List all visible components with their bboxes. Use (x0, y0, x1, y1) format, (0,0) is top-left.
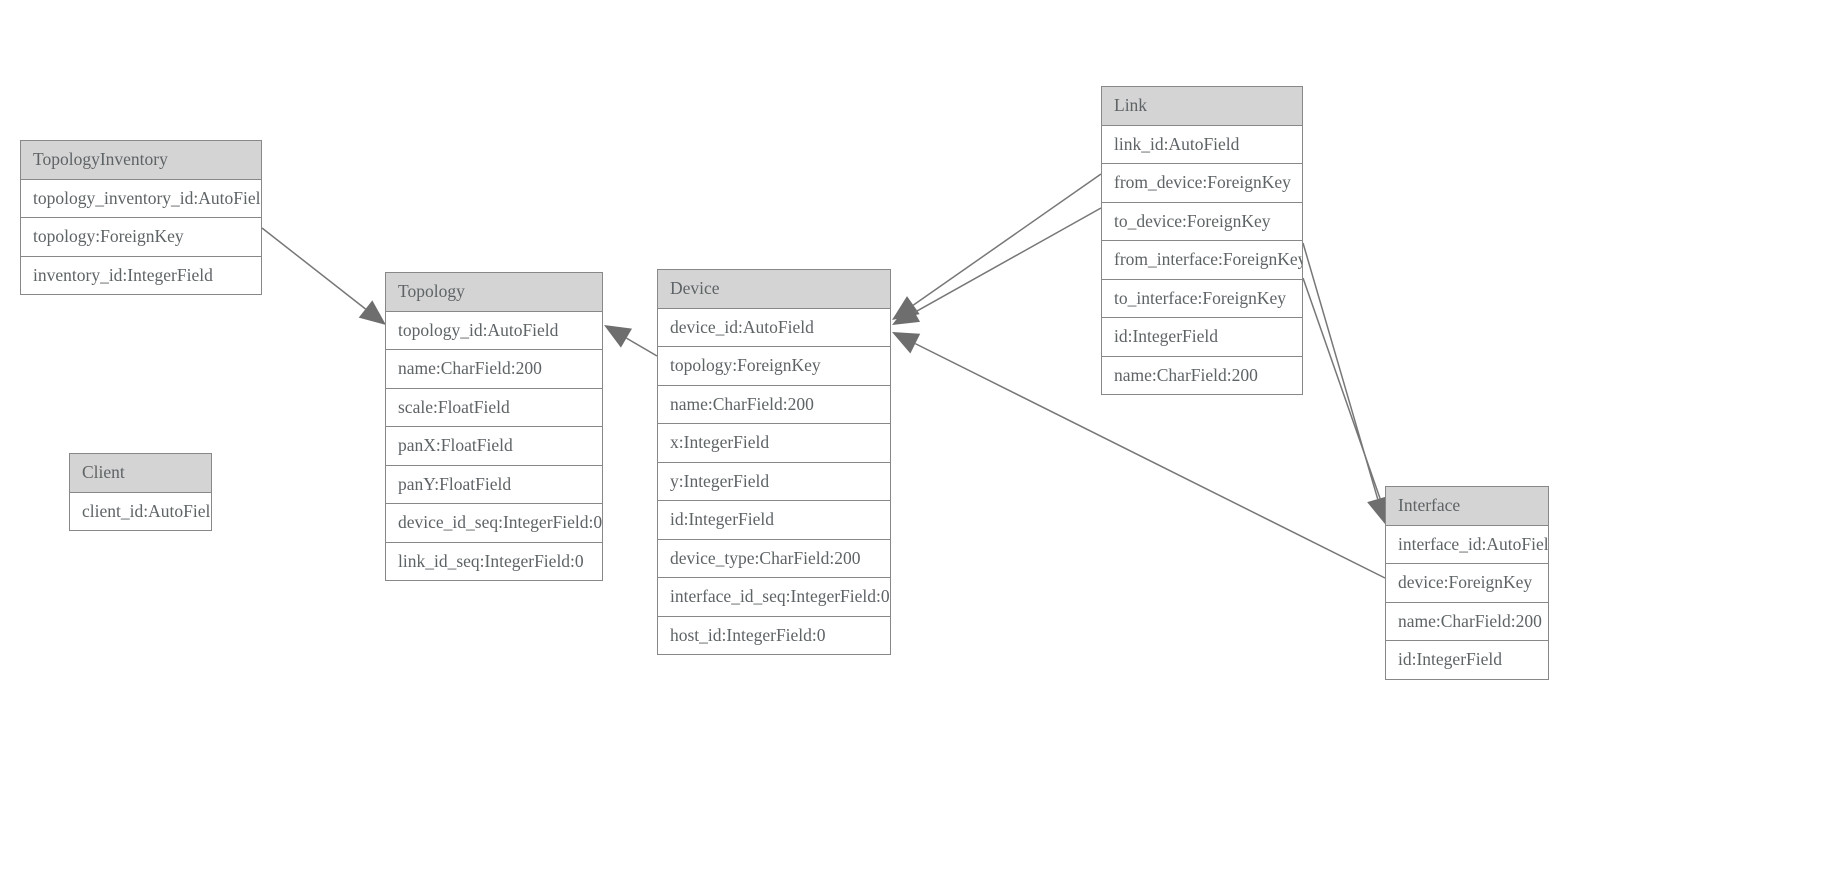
entity-title-client: Client (70, 454, 211, 493)
relationship-line (912, 173, 1102, 306)
entity-field-row[interactable]: panX:FloatField (386, 427, 602, 466)
relationship-line (1302, 242, 1379, 500)
entity-field-row[interactable]: link_id:AutoField (1102, 125, 1302, 164)
entity-field-row[interactable]: topology_inventory_id:AutoField (21, 179, 261, 218)
entity-field-row[interactable]: name:CharField:200 (1386, 602, 1548, 641)
entity-title-interface: Interface (1386, 487, 1548, 526)
entity-field-row[interactable]: name:CharField:200 (386, 350, 602, 389)
relationship-arrowhead-icon (358, 300, 386, 325)
relationship-line (626, 337, 658, 357)
relationship-arrowhead-icon (892, 296, 920, 320)
entity-field-row[interactable]: link_id_seq:IntegerField:0 (386, 542, 602, 580)
relationship-line (1302, 277, 1382, 500)
entity-field-row[interactable]: host_id:IntegerField:0 (658, 616, 890, 654)
entity-field-row[interactable]: device_id_seq:IntegerField:0 (386, 504, 602, 543)
relationship-line (914, 207, 1102, 313)
entity-field-row[interactable]: to_device:ForeignKey (1102, 202, 1302, 241)
entity-field-row[interactable]: from_interface:ForeignKey (1102, 241, 1302, 280)
entity-field-row[interactable]: interface_id_seq:IntegerField:0 (658, 578, 890, 617)
entity-field-row[interactable]: device_type:CharField:200 (658, 539, 890, 578)
relationship-link-from_interface (1302, 242, 1389, 524)
entity-title-topology: Topology (386, 273, 602, 312)
relationship-link-to_device (892, 207, 1102, 325)
entity-field-row[interactable]: id:IntegerField (1102, 318, 1302, 357)
entity-field-row[interactable]: topology_id:AutoField (386, 311, 602, 350)
relationship-arrowhead-icon (892, 332, 921, 354)
entity-title-topology_inventory: TopologyInventory (21, 141, 261, 180)
entity-field-row[interactable]: from_device:ForeignKey (1102, 164, 1302, 203)
entity-field-row[interactable]: topology:ForeignKey (21, 218, 261, 257)
entity-field-row[interactable]: device_id:AutoField (658, 308, 890, 347)
entity-field-row[interactable]: x:IntegerField (658, 424, 890, 463)
entity-field-row[interactable]: interface_id:AutoField (1386, 525, 1548, 564)
entity-field-row[interactable]: panY:FloatField (386, 465, 602, 504)
relationship-line (261, 227, 366, 310)
relationship-arrowhead-icon (892, 302, 921, 325)
entity-field-row[interactable]: to_interface:ForeignKey (1102, 279, 1302, 318)
relationship-device-topology (604, 325, 658, 357)
entity-field-row[interactable]: id:IntegerField (658, 501, 890, 540)
entity-field-row[interactable]: client_id:AutoField (70, 492, 211, 530)
entity-title-link: Link (1102, 87, 1302, 126)
entity-field-row[interactable]: name:CharField:200 (1102, 356, 1302, 394)
relationship-link-from_device (892, 173, 1102, 320)
entity-field-row[interactable]: scale:FloatField (386, 388, 602, 427)
relationship-topologyinventory-topology (261, 227, 386, 325)
entity-field-row[interactable]: id:IntegerField (1386, 641, 1548, 679)
entity-field-row[interactable]: device:ForeignKey (1386, 564, 1548, 603)
entity-title-device: Device (658, 270, 890, 309)
entity-field-row[interactable]: topology:ForeignKey (658, 347, 890, 386)
entity-field-row[interactable]: inventory_id:IntegerField (21, 256, 261, 294)
relationship-arrowhead-icon (604, 325, 632, 348)
relationship-link-to_interface (1302, 277, 1391, 524)
entity-field-list-client: client_id:AutoField (70, 492, 211, 530)
entity-field-row[interactable]: name:CharField:200 (658, 385, 890, 424)
entity-field-row[interactable]: y:IntegerField (658, 462, 890, 501)
